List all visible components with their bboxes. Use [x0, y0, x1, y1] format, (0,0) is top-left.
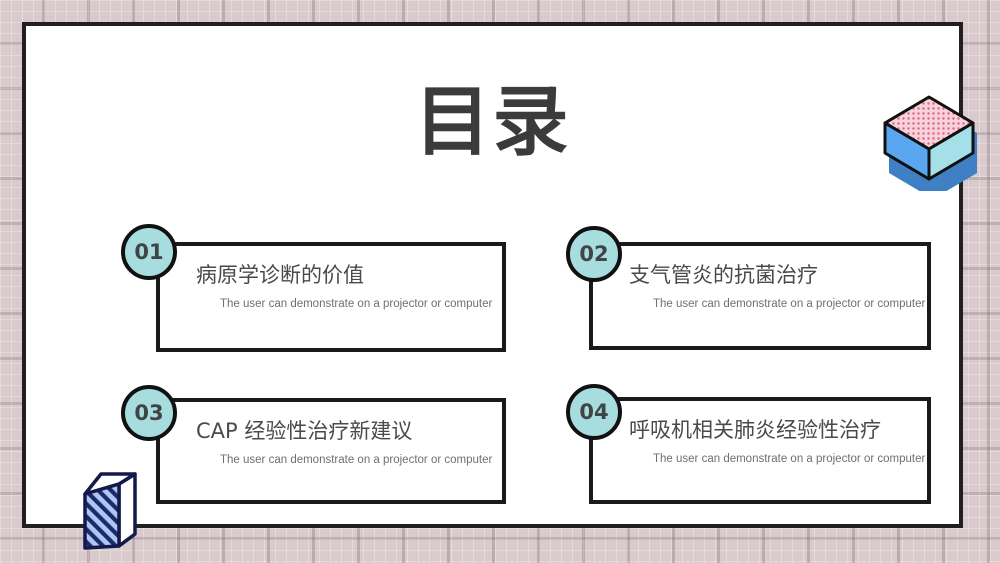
page-title: 目录	[414, 77, 571, 166]
agenda-item-number-badge[interactable]: 04	[566, 384, 622, 440]
agenda-item-number-badge[interactable]: 03	[121, 385, 177, 441]
agenda-item-number-badge[interactable]: 01	[121, 224, 177, 280]
agenda-item-text: 呼吸机相关肺炎经验性治疗 The user can demonstrate on…	[629, 417, 926, 467]
agenda-item-text: 病原学诊断的价值 The user can demonstrate on a p…	[196, 262, 493, 312]
agenda-item-box[interactable]: 支气管炎的抗菌治疗 The user can demonstrate on a …	[589, 242, 931, 350]
agenda-item-box[interactable]: 呼吸机相关肺炎经验性治疗 The user can demonstrate on…	[589, 397, 931, 504]
slide-canvas: 目录	[22, 22, 977, 550]
striped-prism-icon	[71, 466, 151, 556]
agenda-item-box[interactable]: 病原学诊断的价值 The user can demonstrate on a p…	[156, 242, 506, 352]
agenda-item-heading: 病原学诊断的价值	[196, 263, 364, 287]
agenda-item-subtitle: The user can demonstrate on a projector …	[220, 298, 493, 311]
agenda-item-heading: CAP 经验性治疗新建议	[196, 419, 413, 443]
agenda-item-heading: 支气管炎的抗菌治疗	[629, 263, 818, 287]
agenda-item-text: CAP 经验性治疗新建议 The user can demonstrate on…	[196, 418, 493, 468]
agenda-item-number-badge[interactable]: 02	[566, 226, 622, 282]
agenda-item-text: 支气管炎的抗菌治疗 The user can demonstrate on a …	[629, 262, 926, 312]
agenda-item-subtitle: The user can demonstrate on a projector …	[653, 298, 926, 311]
agenda-item-heading: 呼吸机相关肺炎经验性治疗	[629, 418, 881, 442]
agenda-item-subtitle: The user can demonstrate on a projector …	[220, 454, 493, 467]
agenda-list: 病原学诊断的价值 The user can demonstrate on a p…	[26, 26, 959, 524]
agenda-item-subtitle: The user can demonstrate on a projector …	[653, 453, 926, 466]
isometric-cube-icon	[871, 81, 991, 191]
agenda-item-box[interactable]: CAP 经验性治疗新建议 The user can demonstrate on…	[156, 398, 506, 504]
